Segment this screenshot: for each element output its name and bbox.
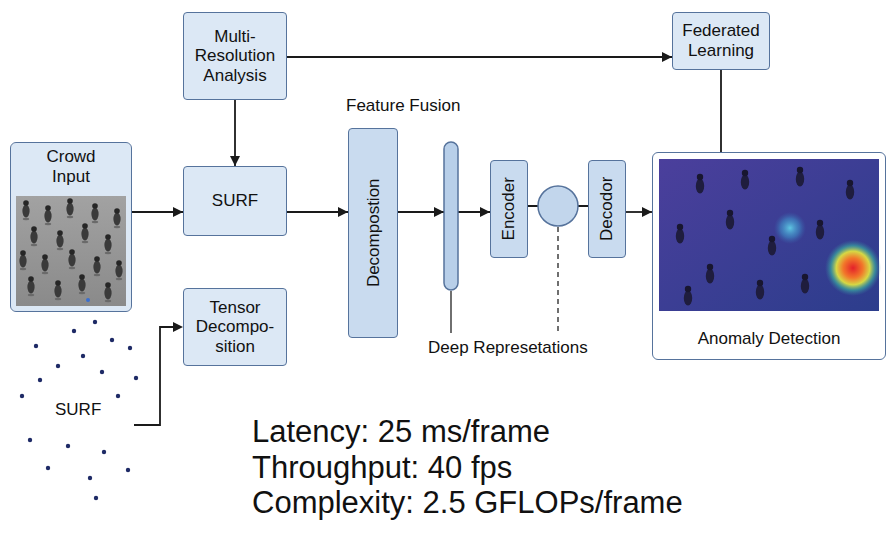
keypoint-dot — [88, 476, 92, 480]
process-box: Decompostion — [348, 128, 398, 338]
keypoint-dot — [110, 338, 114, 342]
person-figure — [78, 274, 85, 294]
person-figure — [846, 180, 854, 200]
person-figure — [696, 174, 704, 194]
person-figure — [768, 236, 776, 256]
decoder-box: Decodor — [588, 160, 626, 258]
crowd-photo — [16, 196, 126, 306]
connector — [132, 211, 183, 213]
person-figure — [41, 254, 48, 274]
keypoint-dot — [81, 354, 85, 358]
person-figure — [104, 282, 111, 302]
node-label: Anomaly Detection — [696, 329, 843, 349]
wire — [134, 327, 173, 425]
person-figure — [66, 198, 73, 218]
keypoint-dot — [134, 376, 138, 380]
keypoint-dot — [66, 444, 70, 448]
encoder-box: Encoder — [490, 160, 528, 258]
metric-label: Latency: 25 ms/frame — [252, 414, 550, 450]
keypoint-dot — [126, 468, 130, 472]
person-figure — [81, 223, 88, 243]
person-figure — [816, 220, 824, 240]
person-figure — [56, 230, 63, 250]
keypoint-dot — [72, 329, 76, 333]
person-figure — [756, 280, 764, 300]
keypoint-dot — [34, 344, 38, 348]
keypoint-dot — [28, 438, 32, 442]
keypoint-dot — [94, 496, 98, 500]
person-figure — [30, 226, 37, 246]
person-figure — [115, 260, 122, 280]
connector — [287, 56, 672, 58]
feature-dot — [86, 298, 90, 302]
metric-label: Throughput: 40 fps — [252, 450, 512, 486]
person-figure — [91, 203, 98, 223]
keypoint-dot — [38, 378, 42, 382]
node-label: Crowd Input — [35, 147, 107, 186]
input-panel: Crowd Input — [10, 142, 132, 312]
keypoint-dot — [100, 370, 104, 374]
node-label: Tensor Decompo- sition — [190, 298, 280, 357]
node-label: SURF — [212, 191, 258, 211]
keypoint-dot — [102, 450, 106, 454]
latent-node — [538, 186, 578, 226]
node-label: Decodor — [597, 177, 617, 241]
process-box: Federated Learning — [672, 12, 770, 70]
process-box: Multi- Resolution Analysis — [183, 12, 287, 100]
node-label: Multi- Resolution Analysis — [190, 27, 280, 86]
heat-spot — [774, 212, 806, 244]
keypoint-dot — [93, 320, 97, 324]
person-figure — [54, 280, 61, 300]
person-figure — [104, 234, 111, 254]
person-figure — [93, 256, 100, 276]
person-figure — [113, 208, 120, 228]
person-figure — [741, 170, 749, 190]
person-figure — [22, 200, 29, 220]
annotation-label: Deep Represetations — [428, 338, 588, 358]
fusion-bar — [444, 142, 458, 290]
node-label: Decompostion — [363, 179, 383, 288]
panel-fill — [11, 143, 131, 311]
person-figure — [726, 210, 734, 230]
keypoint-dot — [128, 346, 132, 350]
annotation-label: SURF — [55, 400, 101, 420]
arrow-head — [434, 207, 444, 217]
group-label: Feature Fusion — [346, 96, 460, 116]
keypoint-dot — [56, 364, 60, 368]
leader-line — [450, 291, 451, 333]
arrow-head — [173, 322, 183, 332]
person-figure — [676, 224, 684, 244]
node-label: Federated Learning — [679, 21, 763, 60]
connector — [234, 100, 236, 166]
connector — [626, 211, 652, 213]
person-figure — [44, 205, 51, 225]
node-label: Encoder — [499, 177, 519, 240]
process-box: Tensor Decompo- sition — [183, 288, 287, 366]
keypoint-dot — [46, 466, 50, 470]
connector — [287, 211, 348, 213]
panel-fill — [653, 153, 885, 359]
keypoint-dot — [20, 394, 24, 398]
person-figure — [68, 249, 75, 269]
keypoint-dot — [116, 394, 120, 398]
person-figure — [684, 286, 692, 306]
person-figure — [706, 264, 714, 284]
connector — [720, 70, 722, 152]
person-figure — [796, 167, 804, 187]
process-box: SURF — [183, 166, 287, 236]
person-figure — [19, 250, 26, 270]
person-figure — [801, 274, 809, 294]
heat-spot — [825, 240, 881, 296]
metric-label: Complexity: 2.5 GFLOPs/frame — [252, 485, 683, 521]
leader-line — [557, 227, 558, 333]
person-figure — [27, 276, 34, 296]
output-panel: Anomaly Detection — [652, 152, 886, 360]
